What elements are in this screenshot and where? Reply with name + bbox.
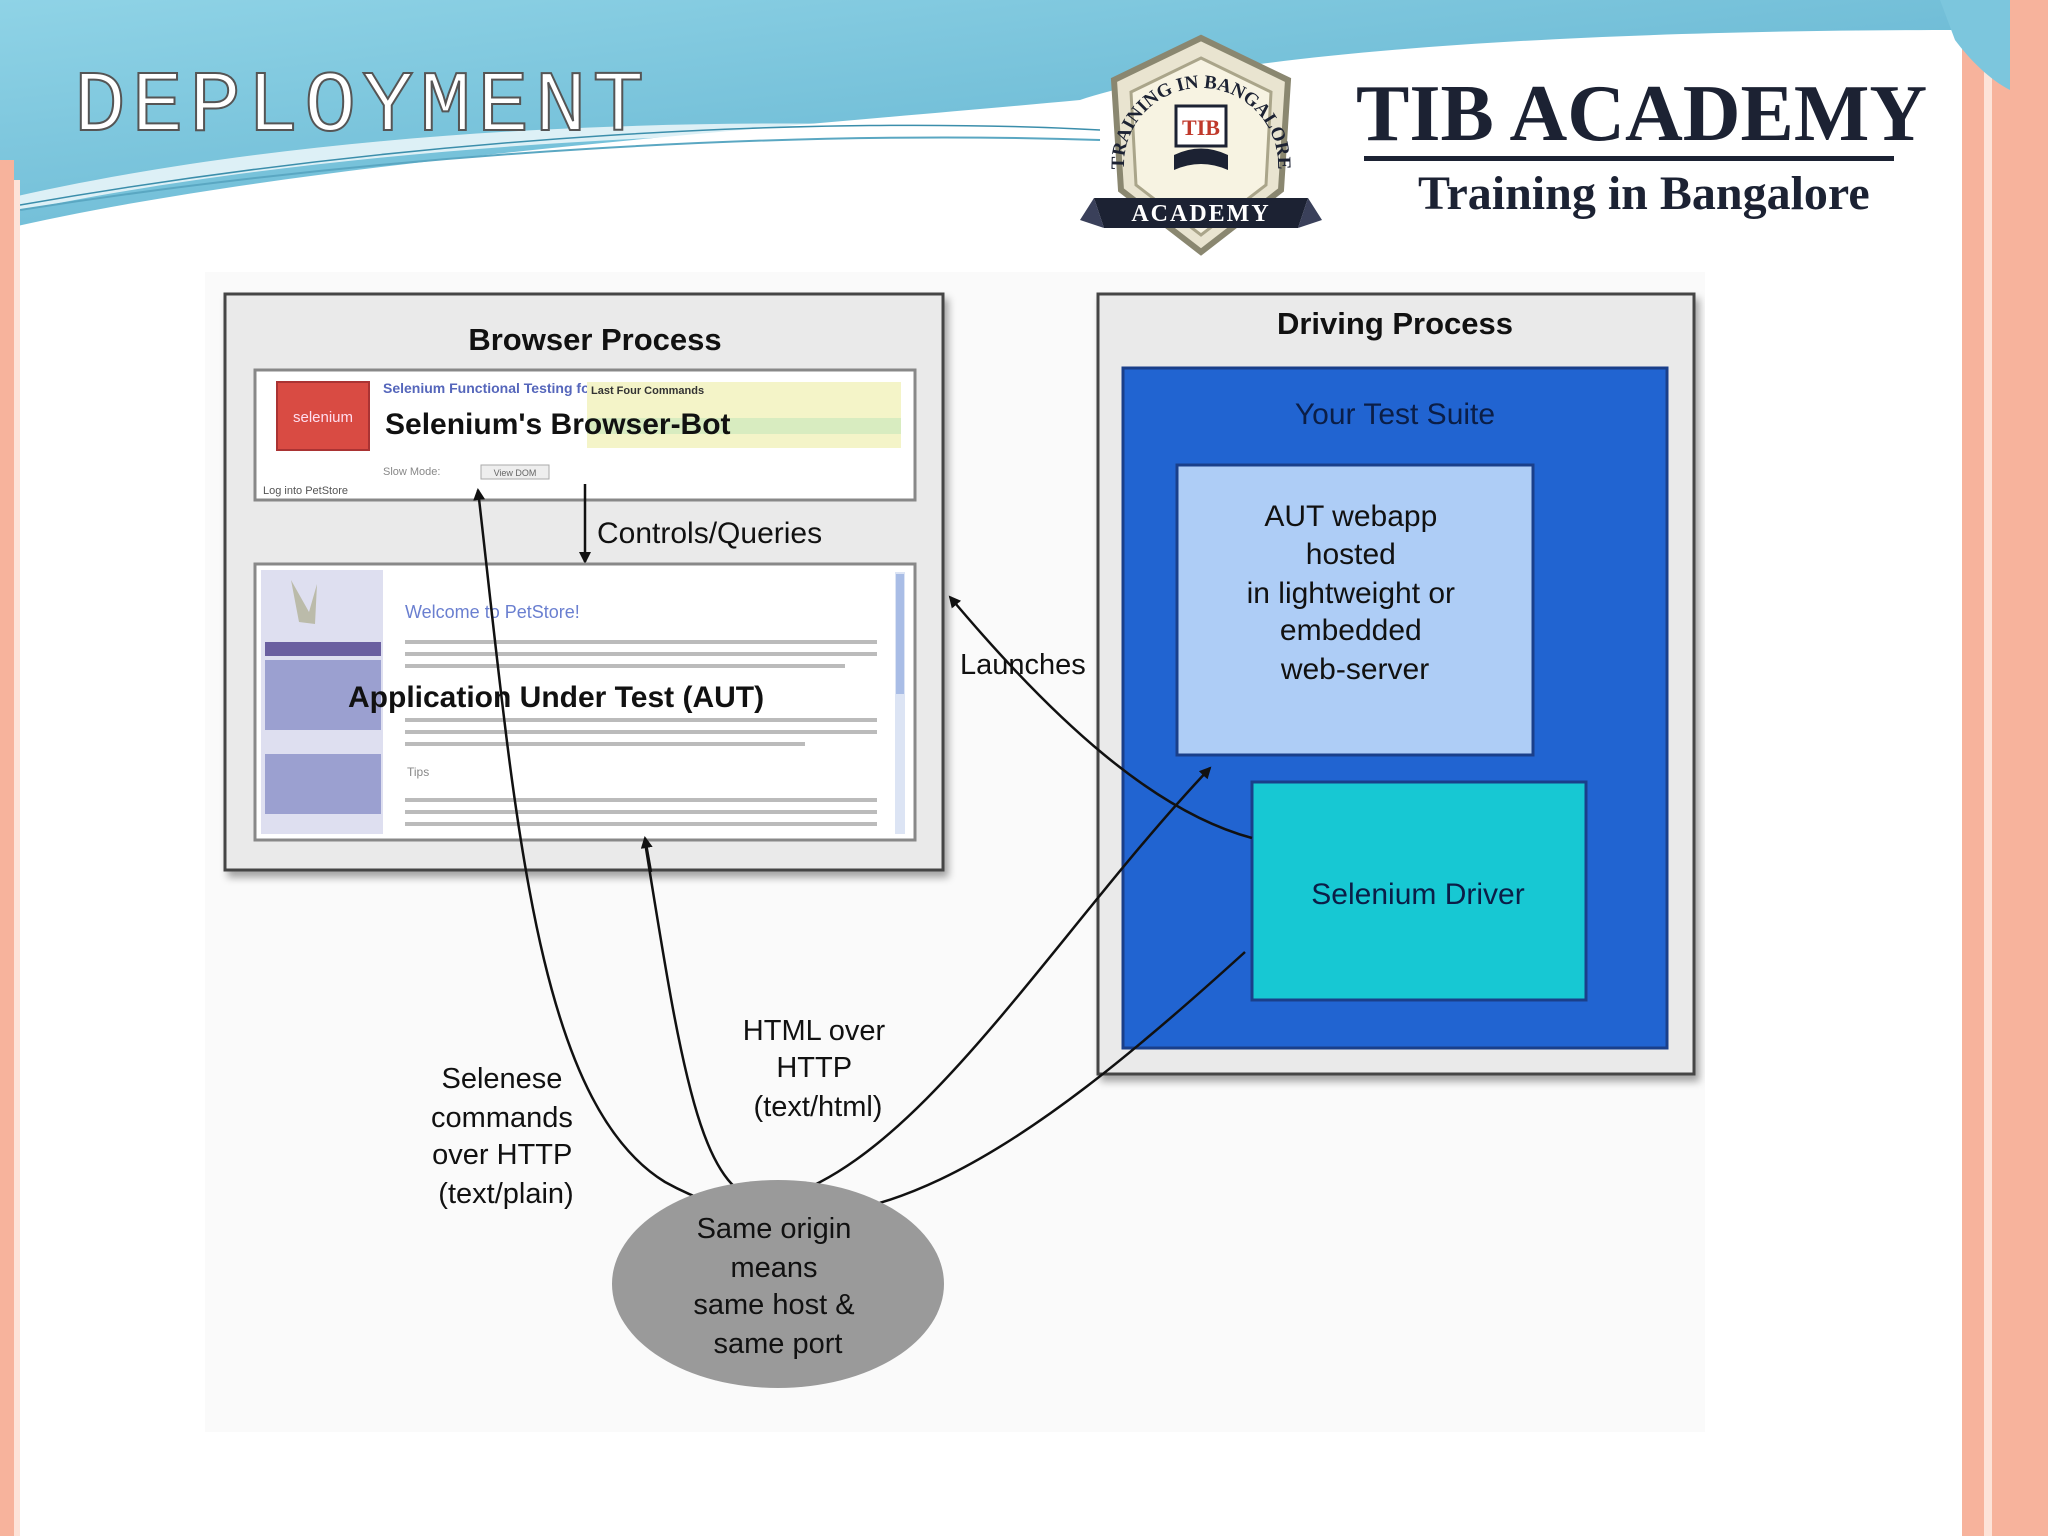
browser-process-title: Browser Process xyxy=(468,322,721,357)
petstore-rabbit-icon xyxy=(291,580,317,624)
aut-webapp-box xyxy=(1175,463,1535,757)
selenese-line: commands xyxy=(431,1102,573,1134)
badge-ribbon-text: ACADEMY xyxy=(1131,201,1270,227)
slide-title: DEPLOYMENT xyxy=(73,58,651,156)
launches-arrow xyxy=(948,595,1253,840)
same-origin-label: Same origin means same host & same port xyxy=(693,1213,862,1360)
aut-webapp-text: AUT webapp hosted in lightweight or embe… xyxy=(1247,500,1464,686)
bot-slow-mode: Slow Mode: xyxy=(383,466,440,478)
bot-view-dom: View DOM xyxy=(494,468,537,478)
selenese-line: over HTTP xyxy=(432,1139,572,1171)
academy-badge-icon: TRAINING IN BANGALORE TIB ACADEMY xyxy=(1080,34,1322,256)
selenium-logo-icon xyxy=(276,381,370,451)
driving-process-title: Driving Process xyxy=(1277,306,1513,341)
selenium-driver-box xyxy=(1250,780,1588,1002)
aut-label: Application Under Test (AUT) xyxy=(348,681,764,714)
same-origin-line: same port xyxy=(714,1328,843,1360)
aut-screenshot: Welcome to PetStore! Tips Application Un… xyxy=(253,562,917,842)
aut-tips: Tips xyxy=(407,765,429,779)
selenese-line: Selenese xyxy=(442,1063,563,1095)
selenese-line: (text/plain) xyxy=(438,1178,573,1210)
aut-webapp-line: AUT webapp xyxy=(1264,500,1437,533)
launches-label: Launches xyxy=(960,649,1086,681)
browser-process-box: Browser Process selenium Selenium Functi… xyxy=(223,292,945,872)
brand-tagline: Training in Bangalore xyxy=(1418,167,1870,220)
header-wave xyxy=(0,0,1960,230)
html-over-http-line: HTML over xyxy=(743,1015,886,1047)
brand-underline xyxy=(1364,156,1894,161)
selenese-commands-arrow xyxy=(473,488,1246,1218)
html-over-http-line: (text/html) xyxy=(754,1091,883,1123)
same-origin-ellipse xyxy=(612,1180,944,1388)
browser-bot-label: Selenium's Browser-Bot xyxy=(385,408,731,441)
badge-monogram: TIB xyxy=(1182,115,1220,140)
aut-webapp-line: web-server xyxy=(1280,653,1429,686)
bot-footer: Log into PetStore xyxy=(263,485,348,497)
same-origin-line: Same origin xyxy=(697,1213,852,1245)
driving-process-box: Driving Process Your Test Suite AUT weba… xyxy=(1096,292,1696,1076)
html-return-arrowhead xyxy=(640,836,653,873)
aut-webapp-line: in lightweight or xyxy=(1247,577,1455,610)
diagram-canvas: Browser Process selenium Selenium Functi… xyxy=(223,292,1696,1388)
selenese-label: Selenese commands over HTTP (text/plain) xyxy=(431,1063,581,1210)
same-origin-line: same host & xyxy=(693,1289,854,1321)
html-over-http-label: HTML over HTTP (text/html) xyxy=(743,1015,893,1123)
bot-logo-text: selenium xyxy=(293,409,353,426)
aut-webapp-line: embedded xyxy=(1280,614,1422,647)
same-origin-line: means xyxy=(730,1252,817,1284)
left-border xyxy=(0,160,14,1536)
selenium-driver-label: Selenium Driver xyxy=(1311,878,1524,911)
brand-name: TIB ACADEMY xyxy=(1356,70,1928,158)
selenium-rc-deployment-diagram: Browser Process selenium Selenium Functi… xyxy=(205,272,1705,1432)
browser-bot-screenshot: selenium Selenium Functional Testing for… xyxy=(253,368,917,502)
aut-webapp-line: hosted xyxy=(1306,538,1396,571)
header-wave-highlight xyxy=(0,123,1080,215)
tib-academy-logo: TRAINING IN BANGALORE TIB ACADEMY TIB AC… xyxy=(1076,30,1956,270)
html-over-http-line: HTTP xyxy=(776,1052,851,1084)
bot-commands-header: Last Four Commands xyxy=(591,385,704,397)
test-suite-label: Your Test Suite xyxy=(1295,398,1495,431)
controls-queries-label: Controls/Queries xyxy=(597,517,822,550)
right-border xyxy=(1962,0,2048,1536)
